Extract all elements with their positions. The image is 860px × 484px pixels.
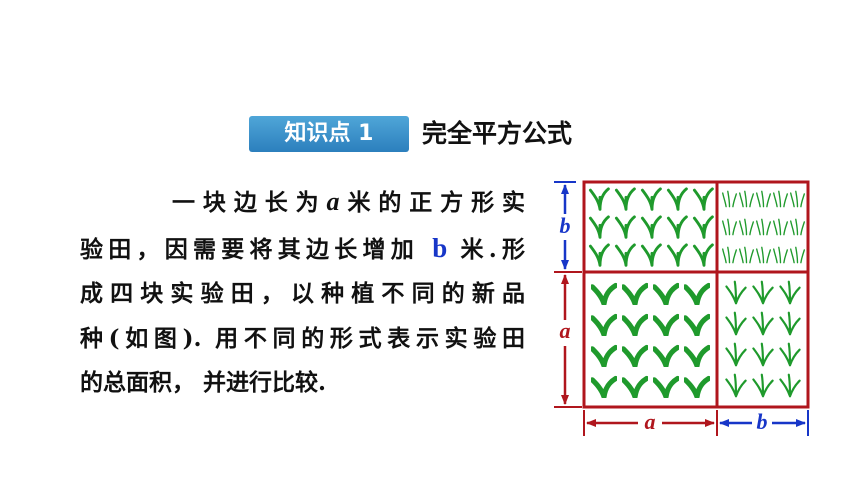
- plant-icon: [692, 243, 714, 267]
- plant-icon: [725, 311, 747, 336]
- plant-icon: [721, 246, 738, 264]
- section-badge: 知识点 1: [249, 116, 409, 152]
- line1-rest: 米的正方形实: [339, 189, 526, 216]
- plot-bottom-right-plants: [725, 280, 801, 398]
- plant-icon: [692, 215, 714, 239]
- plant-icon: [772, 190, 789, 208]
- plant-icon: [772, 218, 789, 236]
- plant-icon: [666, 215, 688, 239]
- plant-icon: [685, 286, 708, 304]
- plant-icon: [614, 187, 636, 211]
- plant-icon: [666, 187, 688, 211]
- plant-icon: [640, 187, 662, 211]
- paragraph-line-2: 验田，因需要将其边长增加 b 米.形: [80, 226, 525, 273]
- plant-icon: [623, 348, 646, 366]
- plant-icon: [755, 218, 772, 236]
- plant-icon: [592, 317, 615, 335]
- plant-icon: [588, 243, 610, 267]
- field-outline: [582, 180, 810, 409]
- plot-bottom-left-plants: [592, 286, 708, 397]
- plant-icon: [685, 317, 708, 335]
- line2-rest: 米.形: [447, 235, 526, 263]
- plant-icon: [592, 379, 615, 397]
- plant-icon: [588, 215, 610, 239]
- problem-paragraph: 一块边长为a米的正方形实 验田，因需要将其边长增加 b 米.形 成四块实验田，以…: [80, 180, 525, 406]
- plant-icon: [738, 218, 755, 236]
- plant-icon: [779, 280, 801, 305]
- plant-icon: [654, 379, 677, 397]
- plant-icon: [789, 246, 806, 264]
- variable-a: a: [326, 187, 340, 216]
- section-badge-label: 知识点 1: [284, 121, 374, 146]
- line2-start: 验田，因需要将其边长增加: [80, 235, 433, 263]
- plot-top-left-plants: [588, 187, 714, 267]
- plant-icon: [640, 215, 662, 239]
- plant-icon: [789, 218, 806, 236]
- plant-icon: [721, 190, 738, 208]
- section-title: 完全平方公式: [422, 119, 573, 148]
- variable-b: b: [432, 232, 448, 263]
- plant-icon: [592, 348, 615, 366]
- plant-icon: [592, 286, 615, 304]
- paragraph-line-3: 成四块实验田，以种植不同的新品: [80, 280, 525, 307]
- plant-icon: [779, 373, 801, 398]
- plant-icon: [725, 280, 747, 305]
- label-b-bottom: b: [757, 409, 768, 434]
- plant-icon: [588, 187, 610, 211]
- plant-icon: [755, 190, 772, 208]
- plot-top-right-plants: [721, 190, 806, 264]
- plant-icon: [666, 243, 688, 267]
- label-a-bottom: a: [645, 409, 656, 434]
- plant-icon: [654, 348, 677, 366]
- plant-icon: [779, 311, 801, 336]
- plant-icon: [725, 342, 747, 367]
- plant-icon: [623, 317, 646, 335]
- paragraph-line-4: 种(如图). 用不同的形式表示实验田: [80, 324, 525, 352]
- plant-icon: [721, 218, 738, 236]
- label-b-left: b: [560, 213, 571, 238]
- plant-icon: [692, 187, 714, 211]
- plant-icon: [772, 246, 789, 264]
- plant-icon: [779, 342, 801, 367]
- plant-icon: [623, 286, 646, 304]
- plant-icon: [752, 311, 774, 336]
- plant-icon: [640, 243, 662, 267]
- plant-icon: [755, 246, 772, 264]
- plant-icon: [752, 280, 774, 305]
- plant-icon: [614, 215, 636, 239]
- plant-icon: [725, 373, 747, 398]
- plant-icon: [654, 317, 677, 335]
- label-a-left: a: [560, 318, 571, 343]
- plant-icon: [654, 286, 677, 304]
- plant-icon: [685, 379, 708, 397]
- plant-icon: [623, 379, 646, 397]
- plant-icon: [738, 246, 755, 264]
- square-field-figure: b a a b: [554, 180, 810, 436]
- plant-icon: [752, 342, 774, 367]
- plant-icon: [614, 243, 636, 267]
- plant-icon: [789, 190, 806, 208]
- line1-text: 一块边长为: [172, 189, 327, 216]
- plant-icon: [685, 348, 708, 366]
- paragraph-line-5: 的总面积， 并进行比较.: [80, 369, 327, 396]
- paragraph-line-1: 一块边长为a米的正方形实: [80, 180, 525, 226]
- plant-icon: [738, 190, 755, 208]
- plant-icon: [752, 373, 774, 398]
